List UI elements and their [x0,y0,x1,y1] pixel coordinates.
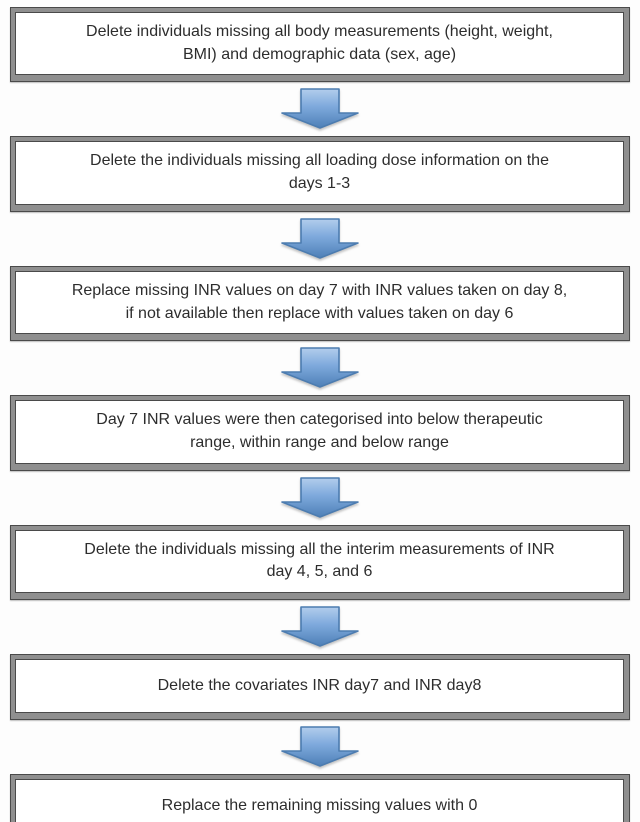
flow-step-2: Delete the individuals missing all loadi… [10,136,630,212]
flow-step-4-line-1: Day 7 INR values were then categorised i… [96,411,543,429]
flow-step-5-line-2: day 4, 5, and 6 [266,563,373,581]
flow-step-7-body: Replace the remaining missing values wit… [15,779,624,822]
down-arrow-icon [280,726,360,767]
down-arrow-icon [280,476,360,518]
flow-step-2-line-2: days 1-3 [288,175,351,193]
flow-step-3: Replace missing INR values on day 7 with… [10,265,630,342]
flow-step-4-body: Day 7 INR values were then categorised i… [15,400,624,464]
flow-step-3-line-1: Replace missing INR values on day 7 with… [71,281,568,299]
flowchart: Delete individuals missing all body meas… [10,7,630,822]
flow-step-1-line-2: BMI) and demographic data (sex, age) [182,45,457,63]
flow-step-4: Day 7 INR values were then categorised i… [10,395,630,471]
flow-step-3-body: Replace missing INR values on day 7 with… [15,270,624,335]
down-arrow-icon [280,606,360,647]
flow-step-5: Delete the individuals missing all the i… [10,524,630,601]
flow-step-7: Replace the remaining missing values wit… [10,774,630,822]
flow-step-4-line-2: range, within range and below range [190,434,449,452]
flow-step-6-body: Delete the covariates INR day7 and INR d… [15,659,624,714]
flow-step-2-line-1: Delete the individuals missing all loadi… [90,152,549,170]
flow-step-1-body: Delete individuals missing all body meas… [15,12,624,76]
down-arrow-icon [280,218,360,259]
flow-step-5-body: Delete the individuals missing all the i… [15,529,624,594]
flow-step-6: Delete the covariates INR day7 and INR d… [10,654,630,721]
flow-step-2-body: Delete the individuals missing all loadi… [15,141,624,205]
down-arrow-icon [280,88,360,130]
flow-step-7-line-1: Replace the remaining missing values wit… [161,796,478,814]
down-arrow-icon [280,347,360,389]
flow-step-1: Delete individuals missing all body meas… [10,7,630,83]
flow-step-5-line-1: Delete the individuals missing all the i… [84,540,555,558]
flow-step-3-line-2: if not available then replace with value… [125,304,514,322]
flow-step-1-line-1: Delete individuals missing all body meas… [86,23,553,40]
flow-step-6-line-1: Delete the covariates INR day7 and INR d… [157,676,482,694]
